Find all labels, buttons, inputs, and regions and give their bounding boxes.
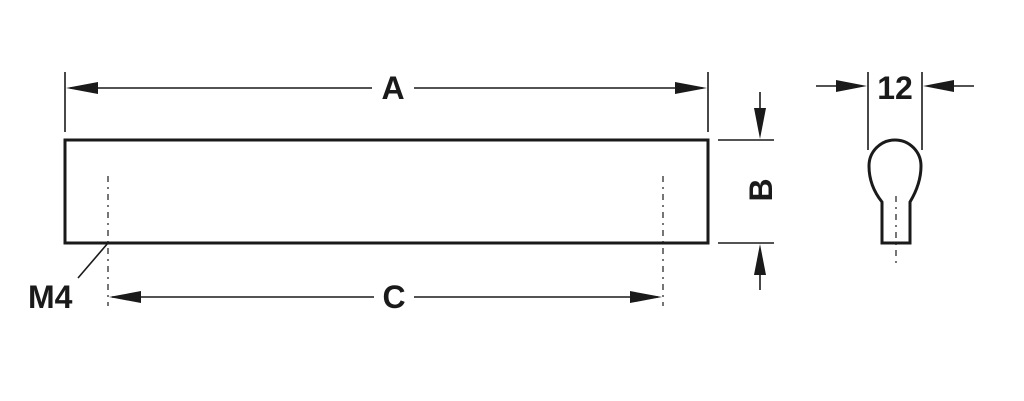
thread-label: M4 [28,279,73,315]
dimension-width-arrowhead-right [923,80,954,92]
dimension-width-label: 12 [877,70,913,106]
handle-bar-outline [63,138,710,245]
dimension-b-label: B [743,178,779,201]
dimension-a: A [64,70,709,132]
dimension-c-arrowhead-right [630,291,662,303]
side-view [867,138,923,266]
thread-leader-line [77,242,109,279]
dimension-c-arrowhead-left [109,291,141,303]
dimension-b-arrowhead-bottom [754,244,766,275]
dimension-width-arrowhead-left [836,80,867,92]
thread-callout: M4 [28,242,109,315]
dimension-c-label: C [382,279,405,315]
dimension-a-arrowhead-right [675,82,707,94]
dimension-b: B [718,92,779,290]
handle-profile-outline [867,138,923,245]
dimension-a-arrowhead-left [66,82,98,94]
dimension-c: C [109,279,662,315]
dimension-width: 12 [816,70,974,150]
front-view [63,138,710,306]
dimension-a-label: A [381,70,404,106]
dimension-b-arrowhead-top [754,108,766,139]
